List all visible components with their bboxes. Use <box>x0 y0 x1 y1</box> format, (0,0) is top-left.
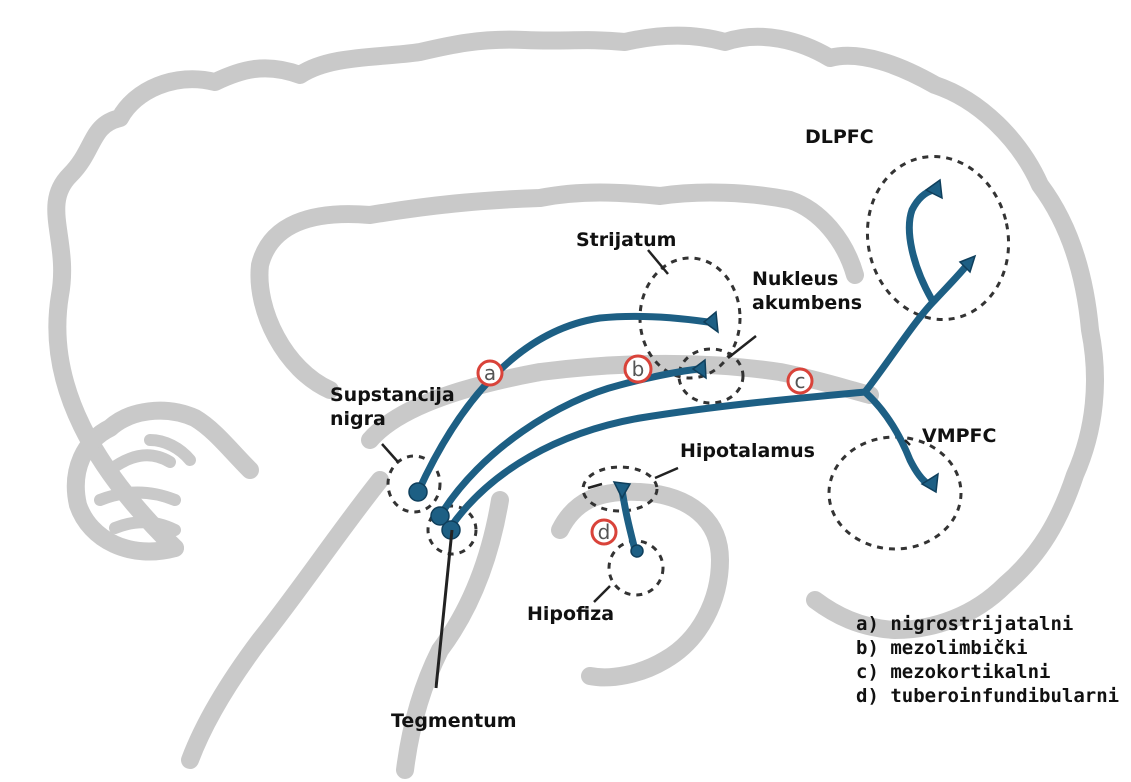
hypothalamus-leader <box>655 468 678 478</box>
pituitary-label: Hipofiza <box>527 603 614 625</box>
legend-item-mesolimbic: b) mezolimbički <box>856 636 1119 660</box>
marker-d-text: d <box>598 520 611 544</box>
striatum-label: Strijatum <box>576 229 676 251</box>
pituitary-terminal <box>631 545 643 557</box>
substantia-label-line1: Supstancija <box>330 384 455 406</box>
nucleus-label-line2: akumbens <box>752 292 862 314</box>
marker-c: c <box>788 369 812 393</box>
striatum-leader <box>648 250 668 274</box>
striatum-terminal <box>704 312 718 332</box>
tegmentum-leader <box>436 530 452 688</box>
vmpfc-label: VMPFC <box>922 425 996 447</box>
substantia-nigra-cell-body <box>409 483 427 501</box>
marker-a-text: a <box>484 361 496 385</box>
marker-b: b <box>625 356 651 382</box>
hypothalamus-label: Hipotalamus <box>680 440 815 462</box>
marker-a: a <box>478 361 502 385</box>
mesocortical-branch-dlpfc-upper <box>909 190 934 300</box>
legend-item-tuberoinfundibular: d) tuberoinfundibularni <box>856 684 1119 708</box>
accumbens-leader <box>728 336 756 358</box>
pituitary-leader <box>594 586 610 602</box>
mesocortical-branch-vmpfc <box>865 392 928 484</box>
diencephalon-outline <box>560 492 720 678</box>
legend-item-mesocortical: c) mezokortikalni <box>856 660 1119 684</box>
marker-c-text: c <box>795 369 806 393</box>
legend-item-nigrostriatal: a) nigrostrijatalni <box>856 612 1119 636</box>
substantia-label-line2: nigra <box>330 408 386 430</box>
dlpfc-region <box>852 143 1023 333</box>
nucleus-label-line1: Nukleus <box>752 268 838 290</box>
vmpfc-region <box>829 437 961 549</box>
dlpfc-label: DLPFC <box>805 126 874 148</box>
mesocortical-branch-dlpfc-lower <box>865 265 967 392</box>
tegmentum-label: Tegmentum <box>391 710 517 732</box>
substantia-leader <box>382 444 398 462</box>
marker-b-text: b <box>632 357 645 381</box>
cortex-outline <box>56 36 1095 630</box>
pathway-legend: a) nigrostrijatalni b) mezolimbički c) m… <box>856 612 1119 708</box>
marker-d: d <box>592 520 616 544</box>
